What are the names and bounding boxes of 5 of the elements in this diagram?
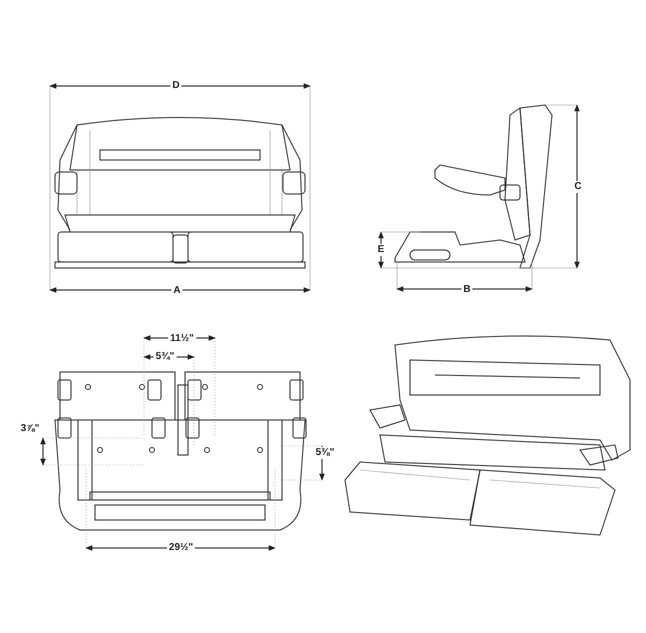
dimension-label: C: [572, 181, 584, 193]
dimension-label: 5⅜": [314, 447, 336, 459]
dimension-label: E: [376, 244, 386, 256]
dimension-label: 3⅞": [18, 423, 42, 435]
dimension-label: 5¾": [154, 351, 176, 363]
